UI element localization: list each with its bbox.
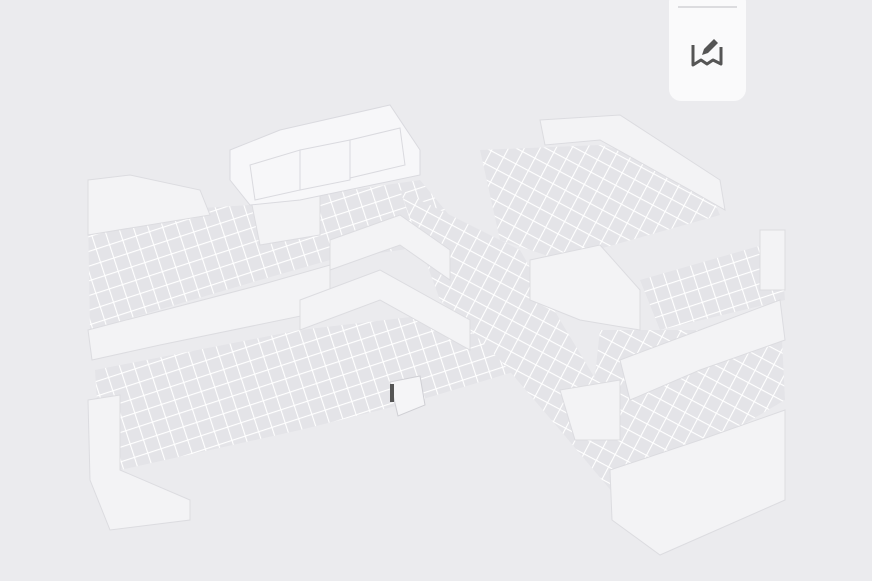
robot-vacuum-dock[interactable] [389,375,426,417]
edit-map-button[interactable] [687,32,727,72]
room-left-lower [95,310,520,470]
walls [87,114,786,556]
toolbar-divider [678,6,737,8]
room-right-mid [640,240,785,330]
edit-map-icon [691,39,723,67]
map-toolbar [669,0,746,101]
sofa [229,104,421,206]
